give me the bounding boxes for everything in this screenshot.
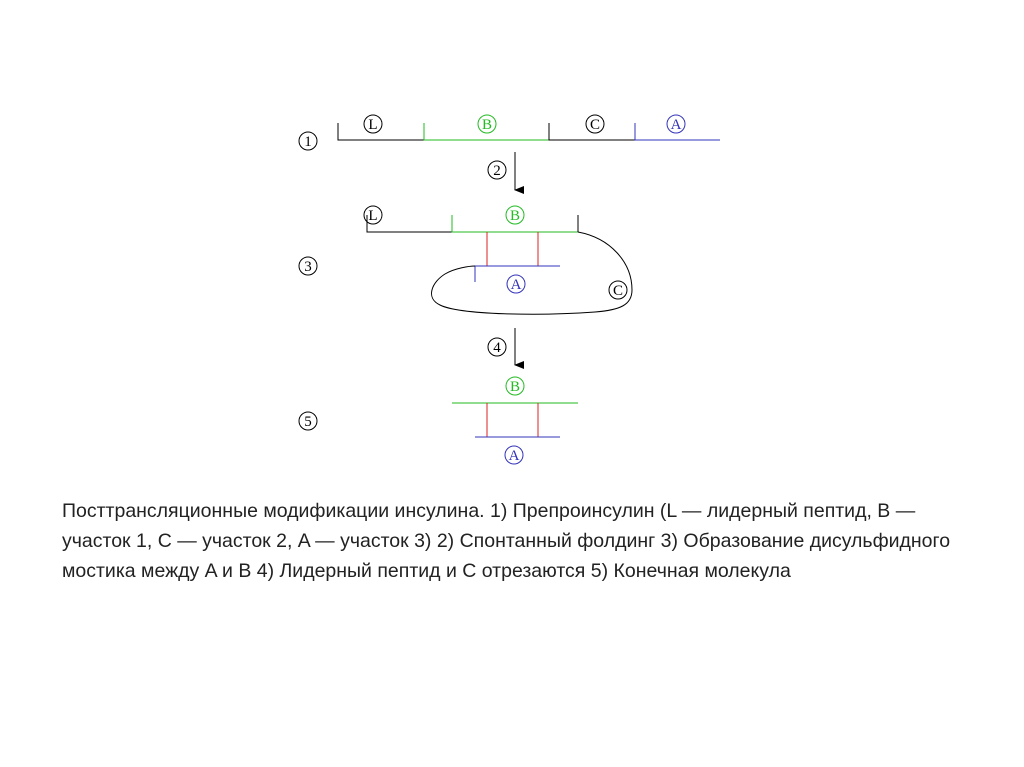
step-1-circle (298, 131, 318, 151)
step-3-label: 3 (304, 259, 312, 275)
segment-b (423, 123, 549, 141)
step-1-label: 1 (304, 134, 312, 150)
step-5-label: 5 (304, 414, 312, 430)
insulin-processing-diagram: 1 L B C A 2 3 L B A C (298, 114, 720, 465)
step-1-preproinsulin: 1 L B C A (298, 114, 720, 151)
step-2-folding-arrow: 2 (487, 152, 524, 194)
label-b: B (482, 117, 492, 133)
label-b: B (510, 379, 520, 395)
label-l: L (368, 208, 377, 224)
segment-a (634, 123, 720, 141)
label-l: L (368, 117, 377, 133)
label-a: A (671, 117, 682, 133)
step-2-label: 2 (493, 163, 501, 179)
segment-l (366, 215, 452, 233)
segment-c-loop (431, 231, 633, 315)
segment-c (548, 123, 635, 141)
label-a: A (509, 448, 520, 464)
step-4-label: 4 (493, 340, 501, 356)
step-3-disulfide-formation: 3 L B A C (298, 205, 633, 315)
step-5-mature-insulin: 5 B A (298, 376, 578, 465)
label-c: C (613, 283, 623, 299)
label-c: C (590, 117, 600, 133)
label-b: B (510, 208, 520, 224)
step-4-cleavage-arrow: 4 (487, 328, 524, 369)
segment-l (337, 123, 424, 141)
caption-text: Посттрансляционные модификации инсулина.… (62, 500, 951, 582)
label-a: A (511, 277, 522, 293)
